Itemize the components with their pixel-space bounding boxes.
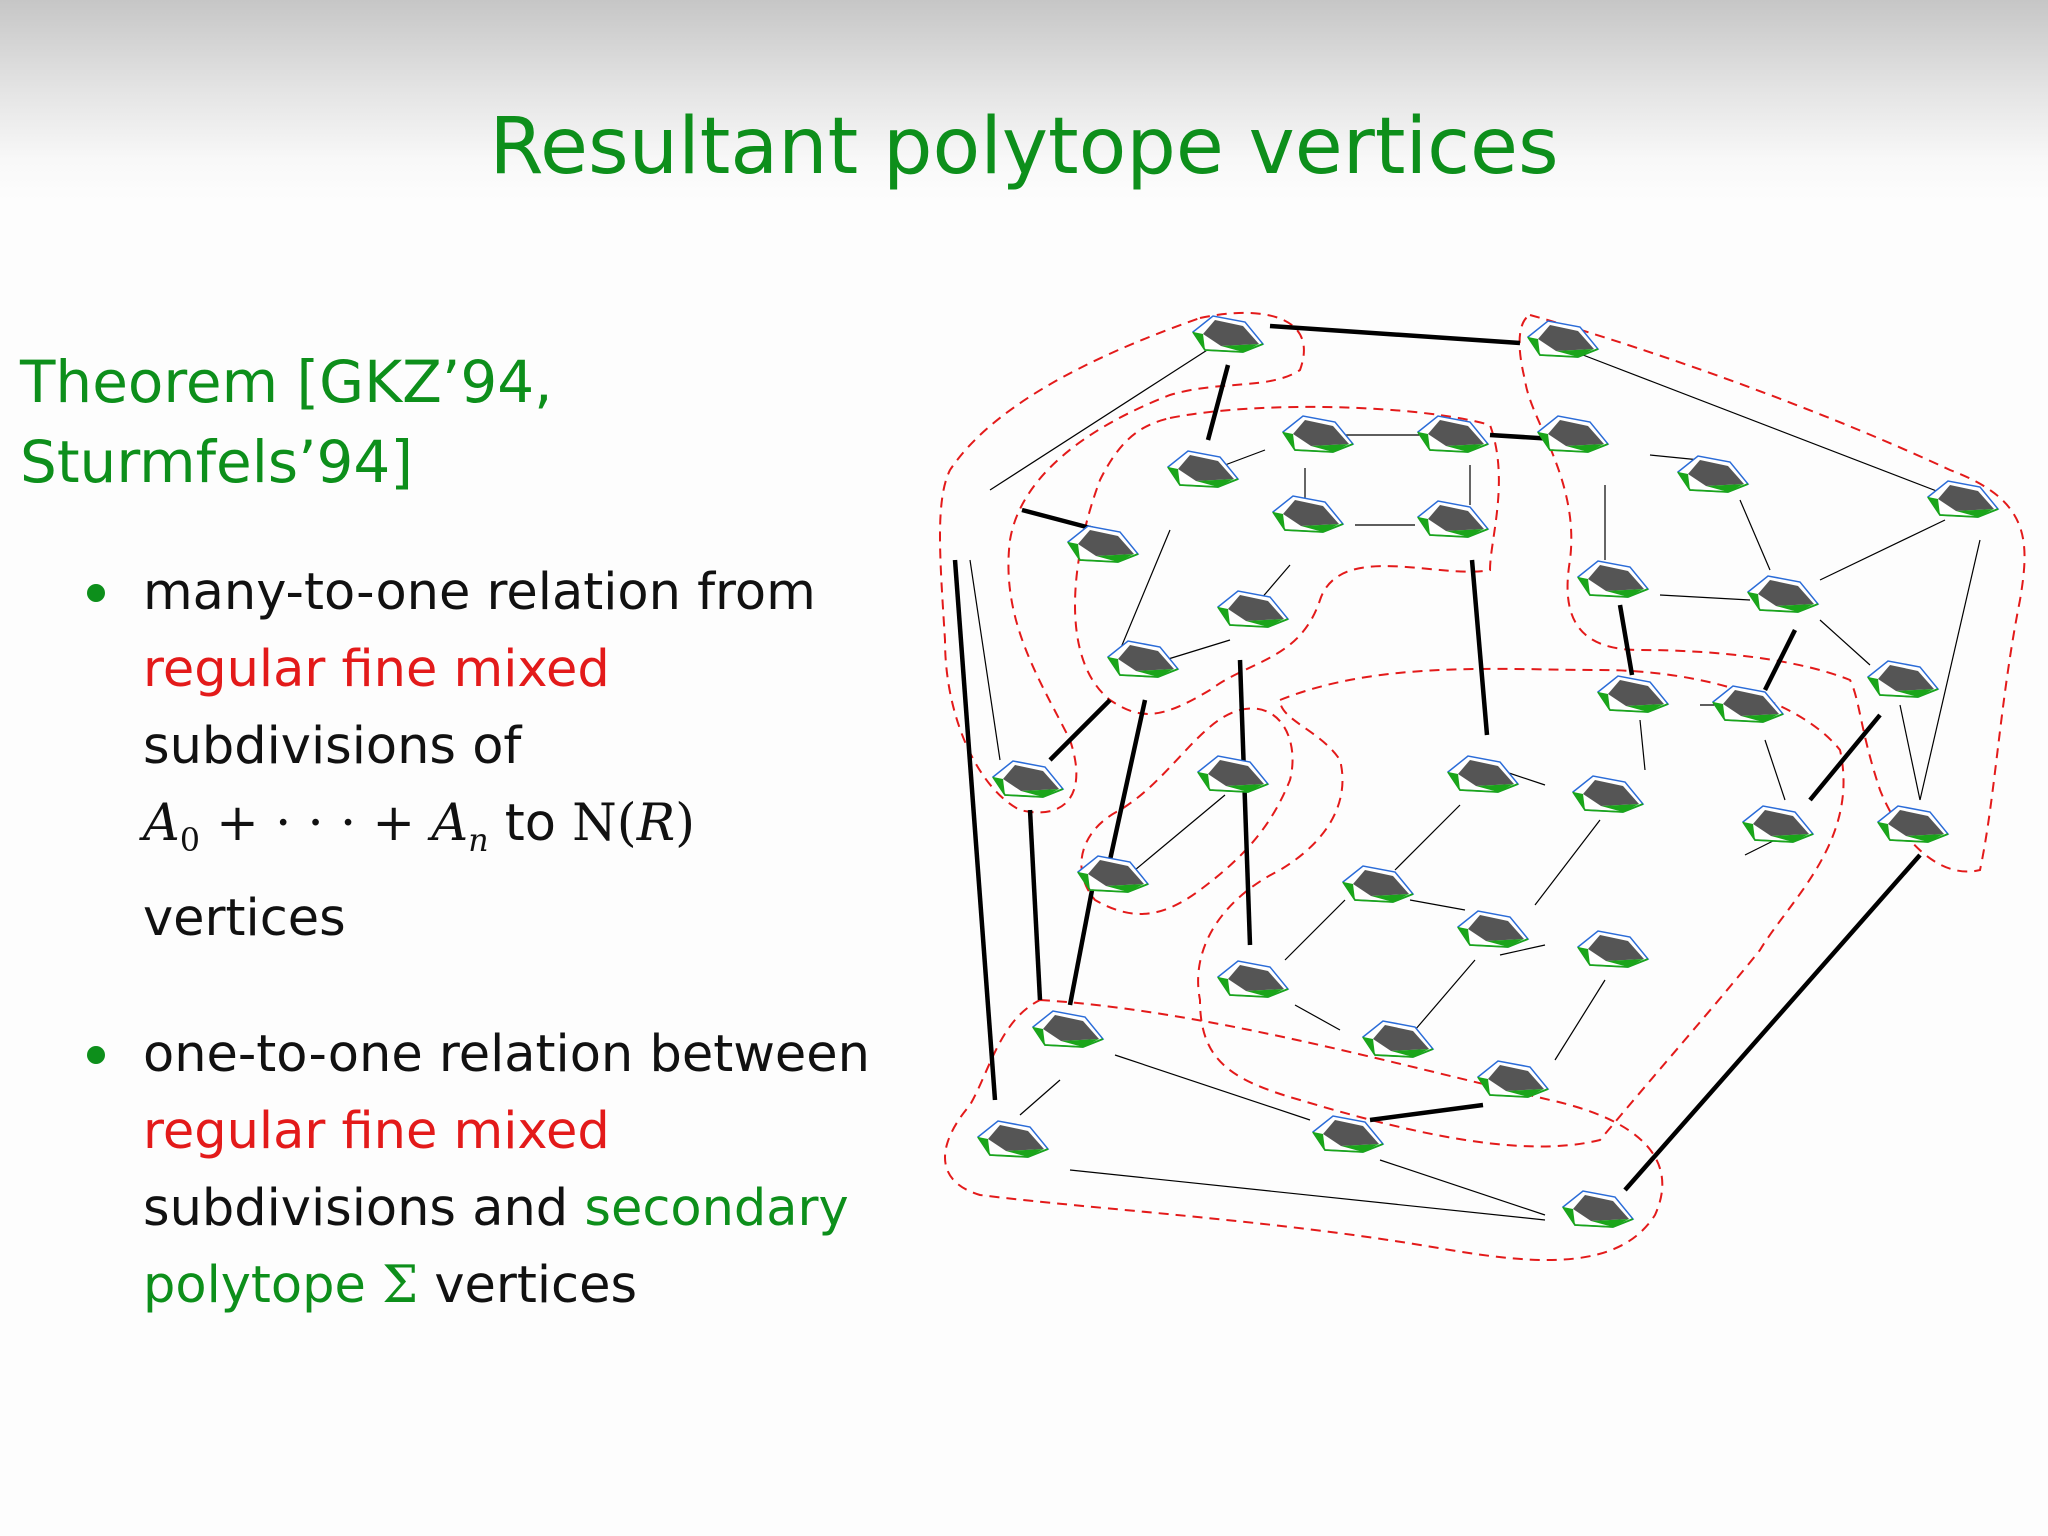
bullet-icon (87, 584, 105, 602)
bullet-item-many-to-one: many-to-one relation from regular fine m… (87, 554, 883, 957)
math-a-n: A (431, 794, 469, 853)
subdivision-glyph-icon (1711, 685, 1785, 723)
math-paren-open: ( (616, 794, 637, 853)
subdivision-glyph-icon (1066, 525, 1140, 563)
sigma-symbol: Σ (382, 1256, 419, 1315)
slide-title: Resultant polytope vertices (489, 102, 1559, 192)
header-band (0, 0, 2048, 200)
subdivision-glyph-icon (1926, 480, 2000, 518)
subdivision-glyph-icon (1676, 455, 1750, 493)
bullet-2-line-2: regular fine mixed (143, 1102, 610, 1161)
bullet-item-one-to-one: one-to-one relation between regular fine… (87, 1016, 883, 1324)
math-sub-0: 0 (179, 823, 200, 860)
subdivision-glyph-icon (1741, 805, 1815, 843)
word-to: to (488, 794, 573, 853)
subdivision-glyph-icon (1361, 1020, 1435, 1058)
subdivision-glyph-icon (1876, 805, 1950, 843)
subdivision-glyph-icon (1456, 910, 1530, 948)
subdivision-glyph-icon (1746, 575, 1820, 613)
bullet-2-line-3a: subdivisions and (143, 1179, 585, 1238)
bullet-2-line-4c: vertices (418, 1256, 638, 1315)
thick-edges (952, 323, 1922, 1192)
subdivision-glyph-icon (1196, 755, 1270, 793)
subdivision-glyph-icon (1446, 755, 1520, 793)
subdivision-glyph-icon (1576, 930, 1650, 968)
secondary-polytope-diagram (939, 312, 2026, 1262)
subdivision-glyph-icon (976, 1120, 1050, 1158)
region-small-center (1080, 707, 1294, 915)
subdivision-glyph-icon (1271, 495, 1345, 533)
math-paren-close: ) (675, 794, 696, 853)
region-center-loop (1197, 667, 1845, 1148)
subdivision-glyph-icon (1216, 590, 1290, 628)
subdivision-glyph-icon (1561, 1190, 1635, 1228)
bullet-icon (87, 1046, 105, 1064)
subdivision-glyph-icon (1281, 415, 1355, 453)
subdivision-glyph-icon (1166, 450, 1240, 488)
subdivision-glyph-icon (1031, 1010, 1105, 1048)
theorem-title: Theorem [GKZ’94, Sturmfels’94] (20, 342, 640, 502)
bullet-1-line-3: subdivisions of (143, 717, 522, 776)
subdivision-glyph-icon (1536, 415, 1610, 453)
bullet-2-line-3b: secondary (584, 1179, 849, 1238)
bullet-2-line-4a: polytope (143, 1256, 383, 1315)
theorem-line-2: Sturmfels’94] (20, 428, 413, 496)
subdivision-glyph-icon (1106, 640, 1180, 678)
bullet-2-line-3: subdivisions and secondary (143, 1170, 883, 1247)
region-right (1518, 313, 2026, 873)
bullet-1-line-5: vertices (143, 889, 346, 949)
region-bottom (944, 998, 1664, 1262)
subdivision-glyphs (976, 315, 2000, 1228)
math-plus-dots: + · · · + (199, 794, 432, 853)
math-n: N (572, 794, 617, 853)
subdivision-glyph-icon (1866, 660, 1940, 698)
subdivision-glyph-icon (1596, 675, 1670, 713)
bullet-1-line-1: many-to-one relation from (143, 563, 816, 622)
subdivision-glyph-icon (1526, 320, 1600, 358)
subdivision-glyph-icon (1191, 315, 1265, 353)
subdivision-glyph-icon (1311, 1115, 1385, 1153)
subdivision-glyph-icon (1341, 865, 1415, 903)
subdivision-glyph-icon (991, 760, 1065, 798)
bullet-2-line-1: one-to-one relation between (143, 1025, 870, 1084)
math-a: A (143, 794, 180, 853)
subdivision-glyph-icon (1571, 775, 1645, 813)
subdivision-glyph-icon (1416, 415, 1490, 453)
subdivision-glyph-icon (1576, 560, 1650, 598)
bullet-2-line-4: polytope Σ vertices (143, 1247, 883, 1324)
subdivision-glyph-icon (1476, 1060, 1550, 1098)
subdivision-glyph-icon (1216, 960, 1290, 998)
theorem-line-1: Theorem [GKZ’94, (20, 348, 553, 416)
region-outer-left (939, 312, 1305, 814)
subdivision-glyph-icon (1076, 855, 1150, 893)
math-sub-n: n (468, 823, 489, 860)
bullet-1-line-4: A0 + · · · + An to N(R) (143, 785, 883, 880)
bullet-1-line-2: regular fine mixed (143, 640, 610, 699)
math-r: R (636, 794, 676, 853)
subdivision-glyph-icon (1416, 500, 1490, 538)
